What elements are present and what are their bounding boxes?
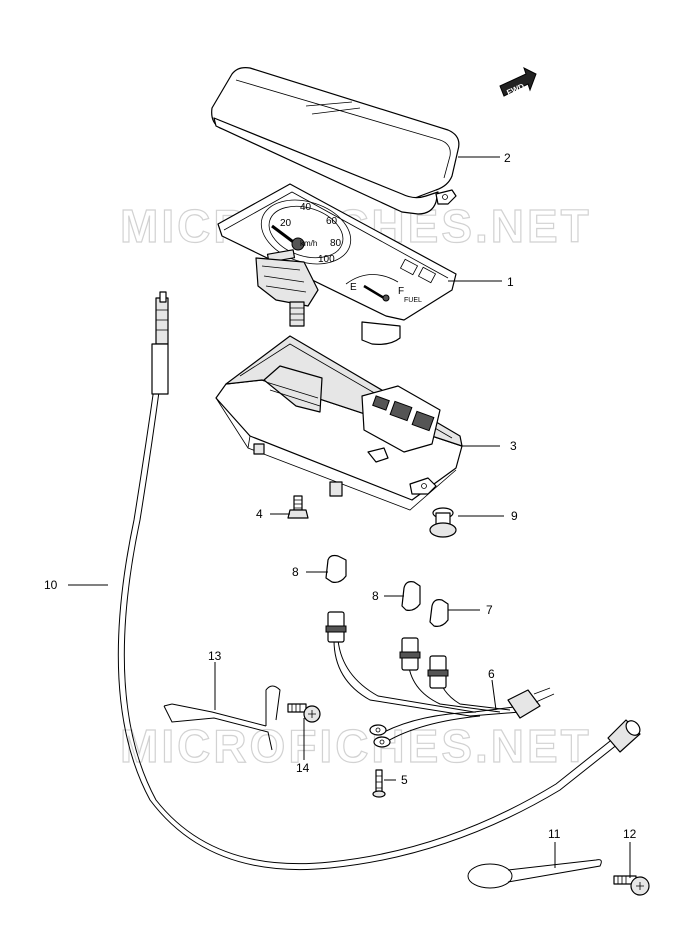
callout-1: 1 bbox=[507, 275, 514, 289]
dial-mark-100: 100 bbox=[318, 254, 335, 265]
fuel-empty-mark: E bbox=[350, 282, 357, 293]
callout-2: 2 bbox=[504, 151, 511, 165]
callout-7: 7 bbox=[486, 603, 493, 617]
screw-14-part bbox=[287, 703, 321, 723]
dial-mark-40: 40 bbox=[300, 202, 312, 213]
callout-6: 6 bbox=[488, 667, 495, 681]
callout-8a: 8 bbox=[292, 565, 299, 579]
socket-cap-7-part bbox=[429, 599, 449, 627]
callout-5: 5 bbox=[401, 773, 408, 787]
callout-3: 3 bbox=[510, 439, 517, 453]
callout-11: 11 bbox=[548, 827, 561, 841]
cable-bracket-part bbox=[163, 685, 281, 751]
meter-cover-part bbox=[211, 67, 460, 215]
callout-13: 13 bbox=[208, 649, 222, 663]
callout-12: 12 bbox=[623, 827, 637, 841]
fuel-label: FUEL bbox=[404, 297, 422, 304]
meter-assembly-part: 20 40 60 80 100 km/h E F FUEL bbox=[217, 183, 457, 345]
watermark-bottom: MICROFICHES.NET bbox=[120, 720, 592, 772]
dial-unit: km/h bbox=[300, 239, 317, 248]
callout-9: 9 bbox=[511, 509, 518, 523]
dial-mark-60: 60 bbox=[326, 216, 338, 227]
screw-5-part bbox=[372, 769, 386, 798]
callout-14: 14 bbox=[296, 761, 310, 775]
fwd-arrow-icon: FWD bbox=[499, 67, 537, 97]
speedometer-cable-part bbox=[117, 291, 641, 871]
socket-cap-8b-part bbox=[401, 581, 421, 611]
callout-8b: 8 bbox=[372, 589, 379, 603]
socket-cap-8a-part bbox=[325, 554, 347, 583]
dial-mark-80: 80 bbox=[330, 238, 342, 249]
callout-10: 10 bbox=[44, 578, 58, 592]
meter-case-part bbox=[215, 335, 463, 511]
dial-mark-20: 20 bbox=[280, 218, 292, 229]
callout-4: 4 bbox=[256, 507, 263, 521]
screw-4-part bbox=[287, 495, 309, 519]
wiring-harness-part bbox=[325, 611, 555, 748]
cable-clamp-part bbox=[467, 859, 602, 889]
cushion-9-part bbox=[429, 507, 457, 538]
fuel-full-mark: F bbox=[398, 286, 404, 297]
screw-12-part bbox=[613, 875, 650, 896]
leader-lines bbox=[68, 156, 631, 878]
